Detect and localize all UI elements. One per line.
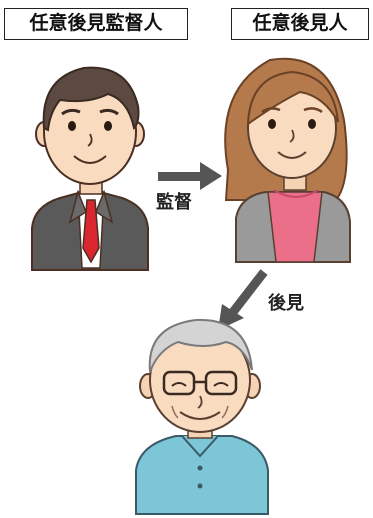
supervisor-title-box: 任意後見監督人 — [4, 8, 188, 40]
supervisor-title: 任意後見監督人 — [29, 12, 163, 34]
supervise-label: 監督 — [156, 192, 192, 213]
guardian-arrow — [218, 269, 268, 330]
guardian-title-box: 任意後見人 — [231, 8, 369, 40]
guardian-illustration — [224, 57, 351, 263]
supervisor-illustration — [31, 66, 149, 271]
supervise-arrow — [158, 162, 222, 190]
elderly-illustration — [135, 318, 269, 515]
guardianship-label: 後見 — [268, 293, 304, 314]
guardian-title: 任意後見人 — [252, 12, 348, 34]
